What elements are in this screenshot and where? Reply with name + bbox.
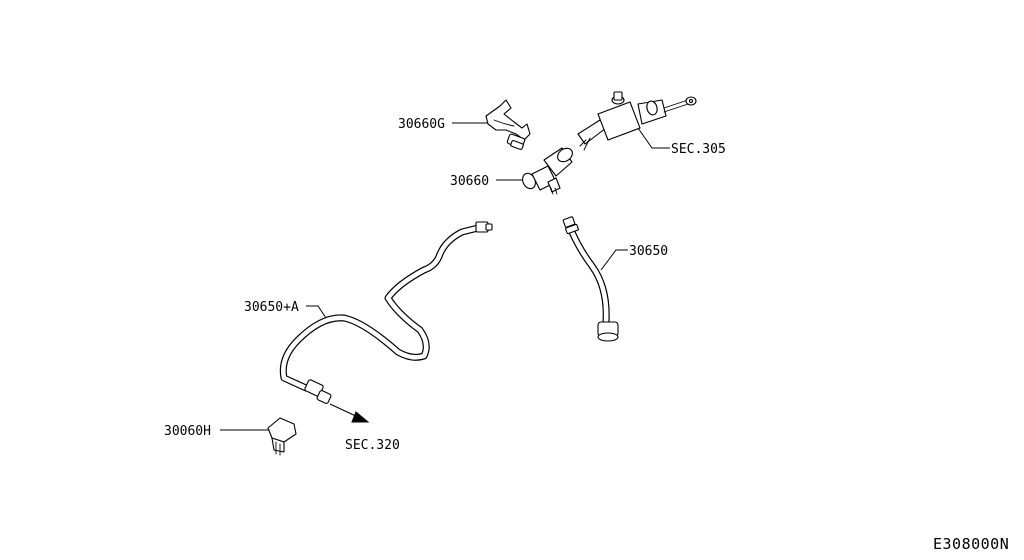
connector-part — [522, 147, 573, 195]
master-cylinder-part — [577, 91, 697, 151]
tube-right-part — [562, 216, 619, 342]
label-tube-30650: 30650 — [629, 244, 668, 259]
label-sec-320: SEC.320 — [345, 438, 400, 453]
tube-left-part — [279, 221, 493, 423]
label-bracket-30060h: 30060H — [164, 424, 211, 439]
figure-code: E308000N — [933, 535, 1009, 553]
bracket-part — [267, 417, 297, 456]
clip-part — [485, 99, 531, 150]
label-sec-305: SEC.305 — [671, 142, 726, 157]
label-clip-30660g: 30660G — [398, 117, 445, 132]
label-tube-30650-a: 30650+A — [244, 300, 299, 315]
label-connector-30660: 30660 — [450, 174, 489, 189]
leader-lines — [220, 122, 670, 431]
